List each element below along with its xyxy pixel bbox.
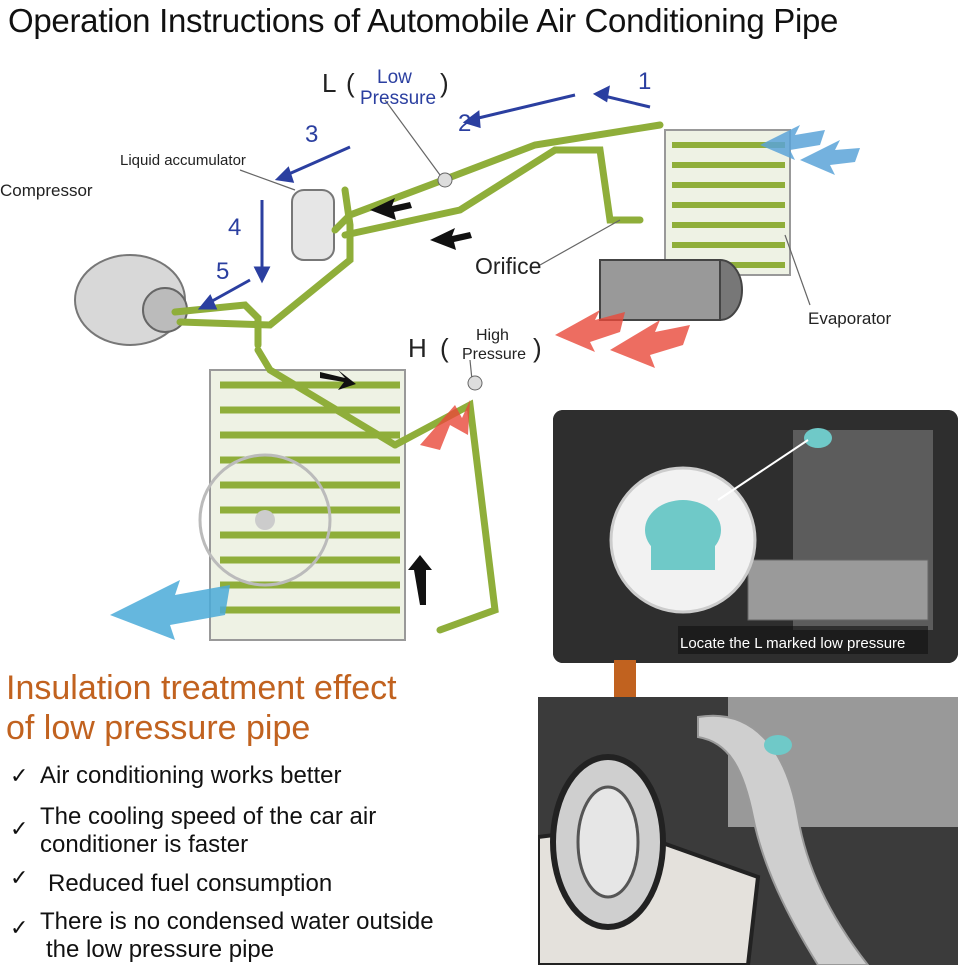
insulation-heading-line1: Insulation treatment effect	[6, 669, 397, 707]
evaporator-label: Evaporator	[808, 309, 892, 328]
insulation-heading: Insulation treatment effect of low press…	[6, 668, 397, 748]
benefit-item: ✓ There is no condensed water outside th…	[10, 908, 434, 963]
flow-step-5: 5	[216, 258, 230, 285]
ac-system-diagram	[74, 85, 860, 641]
flow-step-4: 4	[228, 214, 242, 241]
leader-lines	[239, 99, 811, 381]
liquid-accumulator	[291, 189, 335, 261]
flow-arrows-blue	[197, 85, 651, 310]
high-letter: H	[408, 333, 427, 363]
liquid-accumulator-label: Liquid accumulator	[120, 152, 246, 169]
low-pressure-port-photo	[553, 410, 958, 663]
benefit-item: ✓ The cooling speed of the car air condi…	[10, 803, 377, 858]
checkmark-icon: ✓	[10, 763, 29, 788]
insulated-pipe-photo	[538, 697, 958, 965]
evaporator	[664, 129, 791, 276]
low-pressure-port	[437, 172, 453, 188]
air-flow-arrows	[110, 125, 860, 640]
compressor	[74, 254, 188, 346]
page-title: Operation Instructions of Automobile Air…	[8, 2, 839, 39]
low-paren-open: (	[346, 68, 355, 98]
pressure-text-high: Pressure	[462, 346, 527, 363]
orifice-label: Orifice	[475, 253, 542, 279]
condenser	[198, 369, 406, 641]
high-text: High	[476, 327, 509, 344]
flow-step-3: 3	[305, 121, 319, 148]
flow-step-2: 2	[458, 110, 472, 137]
low-text: Low	[377, 67, 412, 88]
flow-arrows-black	[320, 198, 472, 605]
checkmark-icon: ✓	[10, 865, 29, 890]
high-paren-open: (	[440, 333, 449, 363]
low-letter: L	[322, 68, 337, 98]
photo-caption: Locate the L marked low pressure	[680, 635, 906, 652]
low-paren-close: )	[440, 68, 449, 98]
benefit-item: ✓Air conditioning works better	[10, 762, 342, 789]
pressure-text-low: Pressure	[360, 88, 437, 109]
high-pressure-port	[467, 375, 483, 391]
flow-step-1: 1	[638, 68, 652, 95]
checkmark-icon: ✓	[10, 816, 29, 841]
benefit-item: ✓Reduced fuel consumption	[10, 865, 333, 897]
checkmark-icon: ✓	[10, 915, 29, 940]
compressor-label: Compressor	[0, 181, 93, 200]
insulation-heading-line2: of low pressure pipe	[6, 709, 311, 747]
blower	[599, 259, 743, 321]
high-paren-close: )	[533, 333, 542, 363]
